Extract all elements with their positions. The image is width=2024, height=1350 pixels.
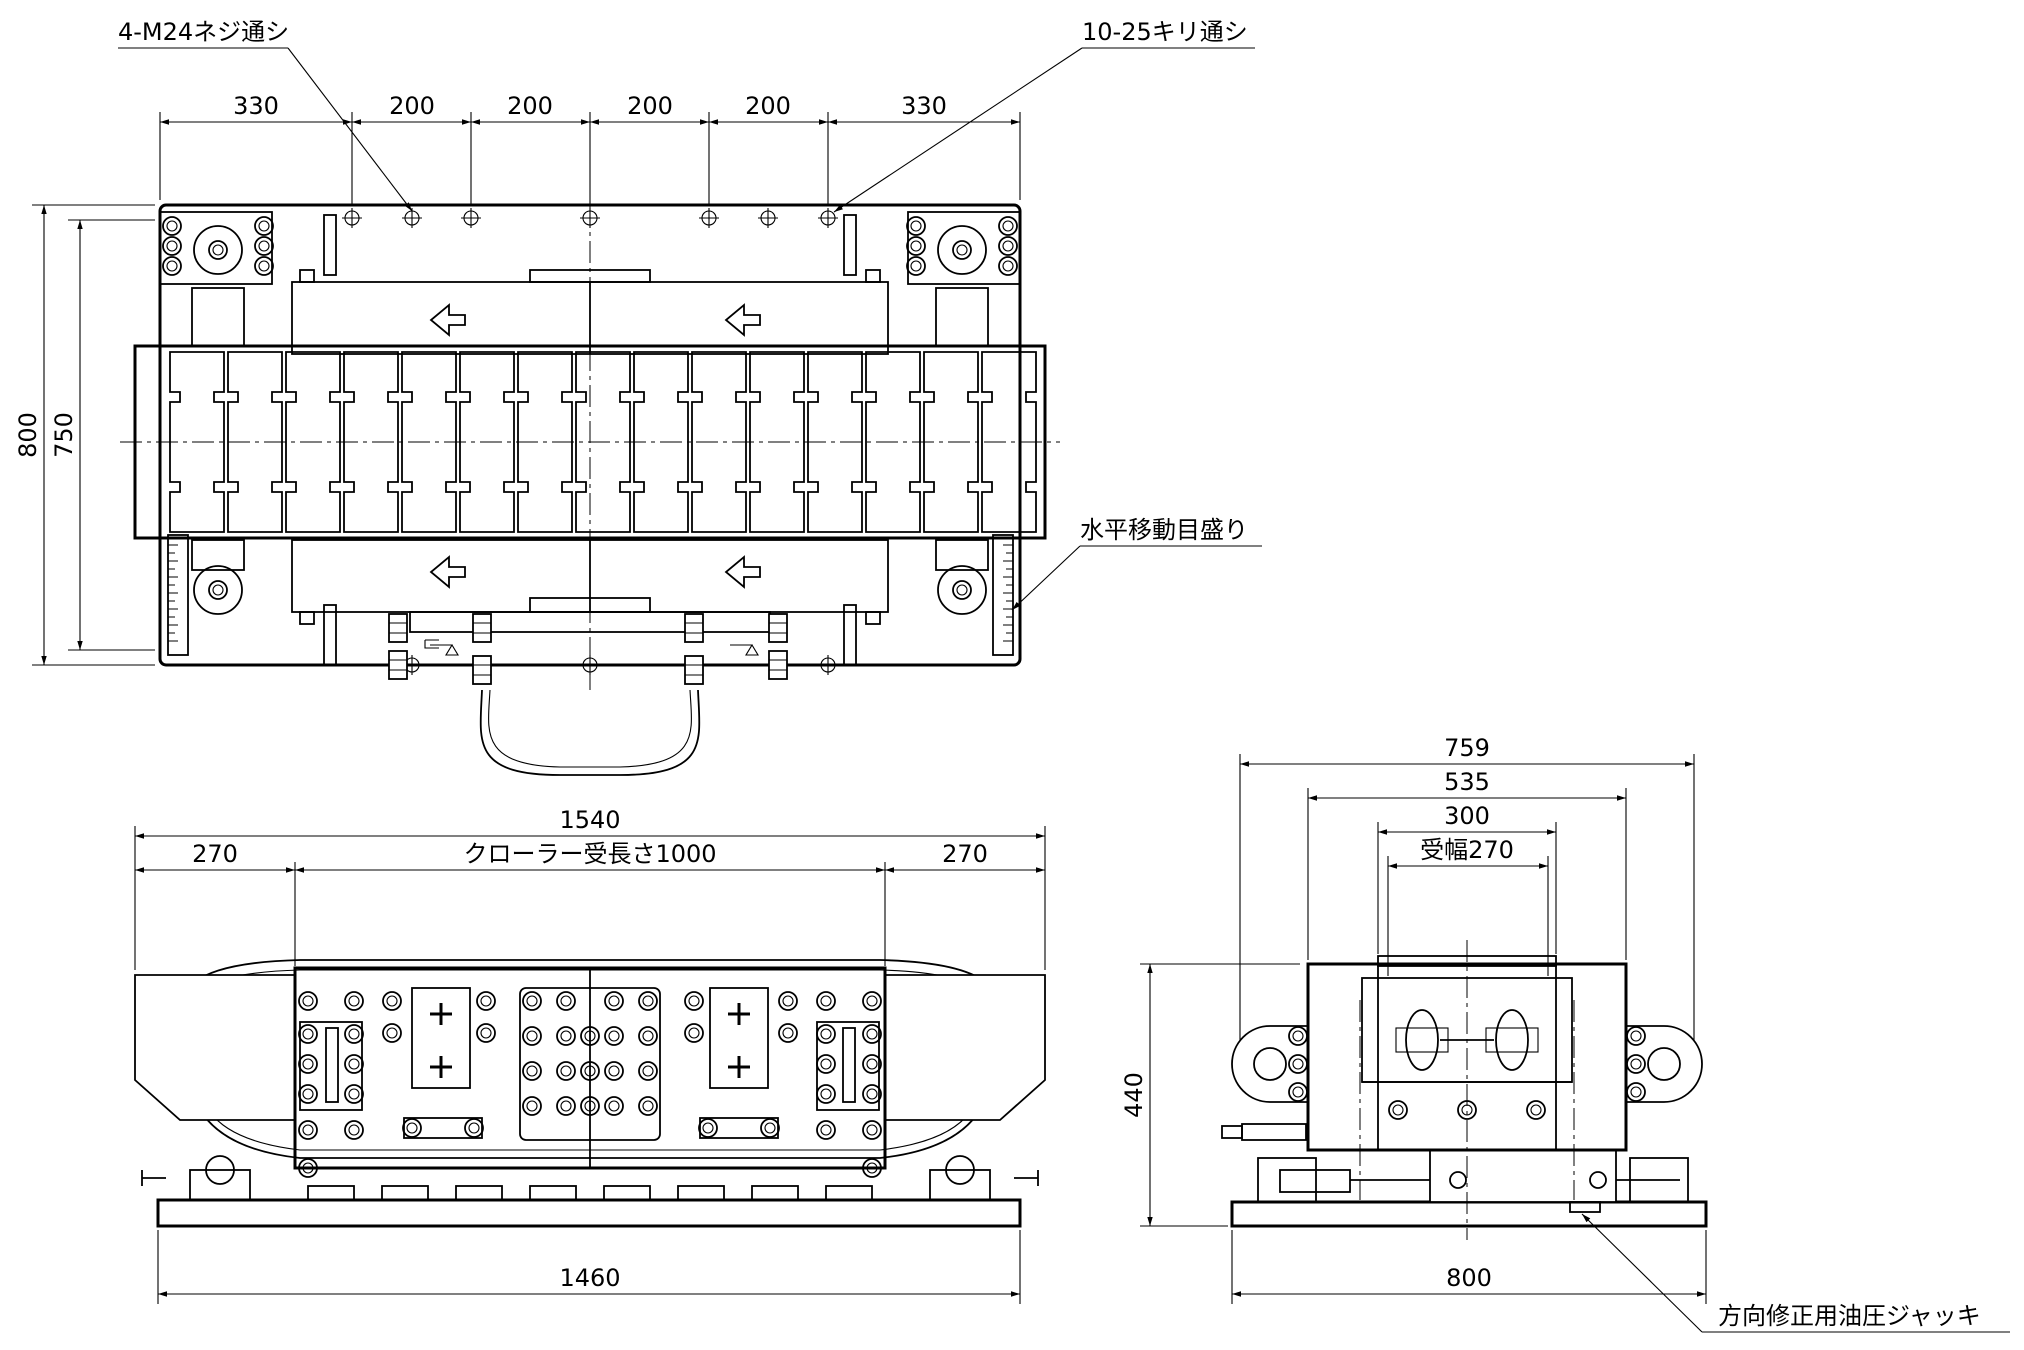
base-rollers xyxy=(189,1155,991,1201)
front-view: 1540 270 クローラー受長さ1000 270 1460 xyxy=(134,806,1046,1304)
crawler-shoe xyxy=(923,351,979,533)
dim-200: 200 xyxy=(389,92,435,120)
dim-800: 800 xyxy=(14,412,42,458)
pivot-eye xyxy=(193,225,243,275)
front-base-plate xyxy=(156,1198,1022,1228)
crawler-shoe xyxy=(227,351,283,533)
crawler-shoe xyxy=(575,351,631,533)
callout-drilled-holes: 10-25キリ通シ xyxy=(833,18,1255,213)
callout-label: 水平移動目盛り xyxy=(1080,516,1248,544)
dim-270-right: 270 xyxy=(942,840,988,868)
guide-column xyxy=(935,539,989,571)
callout-horizontal-scale: 水平移動目盛り xyxy=(1011,516,1262,611)
dim-200: 200 xyxy=(745,92,791,120)
dim-200: 200 xyxy=(507,92,553,120)
horizontal-scale-left xyxy=(167,534,189,656)
crawler-shoe xyxy=(343,351,399,533)
crawler-shoe xyxy=(169,351,225,533)
pivot-eye xyxy=(937,225,987,275)
dim-750: 750 xyxy=(50,412,78,458)
dim-330-left: 330 xyxy=(233,92,279,120)
side-view: 759 535 300 受幅270 440 800 方向修正用油圧ジャッキ xyxy=(1120,734,2010,1333)
top-width-dimensions: 330 200 200 200 200 330 xyxy=(159,92,1021,205)
crawler-shoes xyxy=(169,351,1037,533)
guide-column xyxy=(935,287,989,347)
dim-440: 440 xyxy=(1120,1072,1148,1118)
hydraulic-hose xyxy=(479,689,701,776)
dim-1540: 1540 xyxy=(559,806,620,834)
side-ear-right xyxy=(1626,1025,1703,1103)
pivot-eye xyxy=(193,565,243,615)
side-base-plate xyxy=(1230,1200,1708,1228)
end-cover-right xyxy=(884,974,1046,1121)
dim-535: 535 xyxy=(1444,768,1490,796)
crawler-shoe xyxy=(981,351,1037,533)
dim-270-left: 270 xyxy=(192,840,238,868)
crawler-shoe xyxy=(633,351,689,533)
side-ear-left xyxy=(1231,1025,1308,1103)
dim-support-width: 受幅270 xyxy=(1420,836,1514,864)
front-dimensions: 1540 270 クローラー受長さ1000 270 1460 xyxy=(134,806,1046,1304)
crawler-shoe xyxy=(285,351,341,533)
pivot-eye xyxy=(937,565,987,615)
top-view: 330 200 200 200 200 330 800 750 4-M24ネジ通… xyxy=(14,18,1262,776)
dim-200: 200 xyxy=(627,92,673,120)
callout-label: 方向修正用油圧ジャッキ xyxy=(1718,1302,1981,1330)
callout-tapped-holes: 4-M24ネジ通シ xyxy=(118,18,413,212)
horizontal-scale-right xyxy=(992,534,1014,656)
hydraulic-fittings xyxy=(388,613,788,685)
dim-crawler-length: クローラー受長さ1000 xyxy=(463,840,716,868)
dim-1460: 1460 xyxy=(559,1264,620,1292)
callout-label: 4-M24ネジ通シ xyxy=(118,18,289,46)
guide-column xyxy=(191,539,245,571)
crawler-shoe xyxy=(517,351,573,533)
end-cover-left xyxy=(134,974,296,1121)
crawler-shoe xyxy=(691,351,747,533)
guide-column xyxy=(191,287,245,347)
crawler-shoe xyxy=(749,351,805,533)
side-dimensions: 759 535 300 受幅270 440 800 xyxy=(1120,734,1707,1304)
dim-800-side: 800 xyxy=(1446,1264,1492,1292)
crawler-shoe xyxy=(865,351,921,533)
dim-300: 300 xyxy=(1444,802,1490,830)
crawler-shoe xyxy=(401,351,457,533)
callout-label: 10-25キリ通シ xyxy=(1082,18,1248,46)
top-height-dimensions: 800 750 xyxy=(14,204,155,666)
crawler-shoe xyxy=(807,351,863,533)
crawler-shoe xyxy=(459,351,515,533)
hydraulic-jack xyxy=(1429,1149,1617,1203)
dim-330-right: 330 xyxy=(901,92,947,120)
crawler-track-top xyxy=(194,959,986,983)
callout-correction-jack: 方向修正用油圧ジャッキ xyxy=(1581,1213,2010,1333)
direction-arrow-icon xyxy=(429,303,761,589)
dim-759: 759 xyxy=(1444,734,1490,762)
